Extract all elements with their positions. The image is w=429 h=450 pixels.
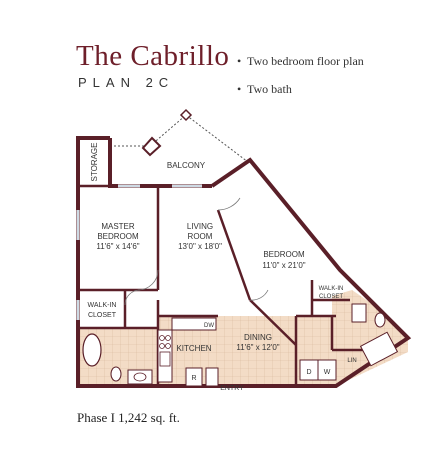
interior-walls bbox=[78, 184, 365, 386]
dryer-label: D bbox=[306, 369, 311, 376]
kitchen-counters bbox=[157, 317, 219, 387]
master-bedroom-dim: 11'6" x 14'6" bbox=[96, 242, 139, 251]
door-swings bbox=[124, 197, 269, 306]
window-breaks bbox=[76, 184, 202, 320]
plan-subtitle: PLAN 2C bbox=[78, 75, 175, 90]
balcony-corner-icon bbox=[179, 108, 193, 122]
bathtub-icon bbox=[82, 333, 102, 367]
walkin-closet-label: CLOSET bbox=[88, 312, 117, 319]
plan-title: The Cabrillo bbox=[76, 40, 230, 72]
dining-dim: 11'6" x 12'0" bbox=[236, 343, 279, 352]
feature-list: Two bedroom floor plan Two bath bbox=[237, 54, 364, 110]
master-bedroom-label: MASTER bbox=[101, 222, 135, 231]
entry-label: ENTRY bbox=[220, 385, 244, 392]
master-bedroom-label: BEDROOM bbox=[97, 232, 139, 241]
stove-icon bbox=[159, 335, 171, 349]
dishwasher-label: DW bbox=[204, 323, 214, 329]
living-room-label: ROOM bbox=[188, 232, 213, 241]
window-glass bbox=[77, 185, 202, 320]
living-room-label: LIVING bbox=[187, 222, 213, 231]
kitchen-label: KITCHEN bbox=[176, 344, 211, 353]
vanity-icon bbox=[127, 369, 153, 385]
walkin-closet-label: WALK-IN bbox=[88, 302, 117, 309]
refrigerator-label: R bbox=[191, 375, 196, 382]
vanity-icon bbox=[351, 303, 367, 323]
toilet-icon bbox=[374, 312, 386, 328]
storage-label: STORAGE bbox=[90, 143, 99, 182]
feature-item: Two bath bbox=[237, 82, 364, 97]
bedroom-label: BEDROOM bbox=[263, 250, 305, 259]
sink-icon bbox=[159, 351, 171, 367]
walkin-closet-label: WALK-IN bbox=[319, 286, 344, 292]
toilet-icon bbox=[110, 366, 122, 382]
washer-label: W bbox=[324, 369, 331, 376]
walkin-closet-label: CLOSET bbox=[319, 294, 343, 300]
square-footage: Phase I 1,242 sq. ft. bbox=[77, 410, 180, 425]
feature-item: Two bedroom floor plan bbox=[237, 54, 364, 69]
living-room-dim: 13'0" x 18'0" bbox=[178, 242, 222, 251]
balcony-post-icon bbox=[141, 136, 162, 157]
linen-label: LIN bbox=[347, 358, 356, 364]
bedroom-dim: 11'0" x 21'0" bbox=[262, 261, 305, 270]
balcony-label: BALCONY bbox=[167, 161, 206, 170]
dining-label: DINING bbox=[244, 333, 272, 342]
shower-icon bbox=[359, 331, 399, 367]
basin-icon bbox=[133, 372, 147, 382]
